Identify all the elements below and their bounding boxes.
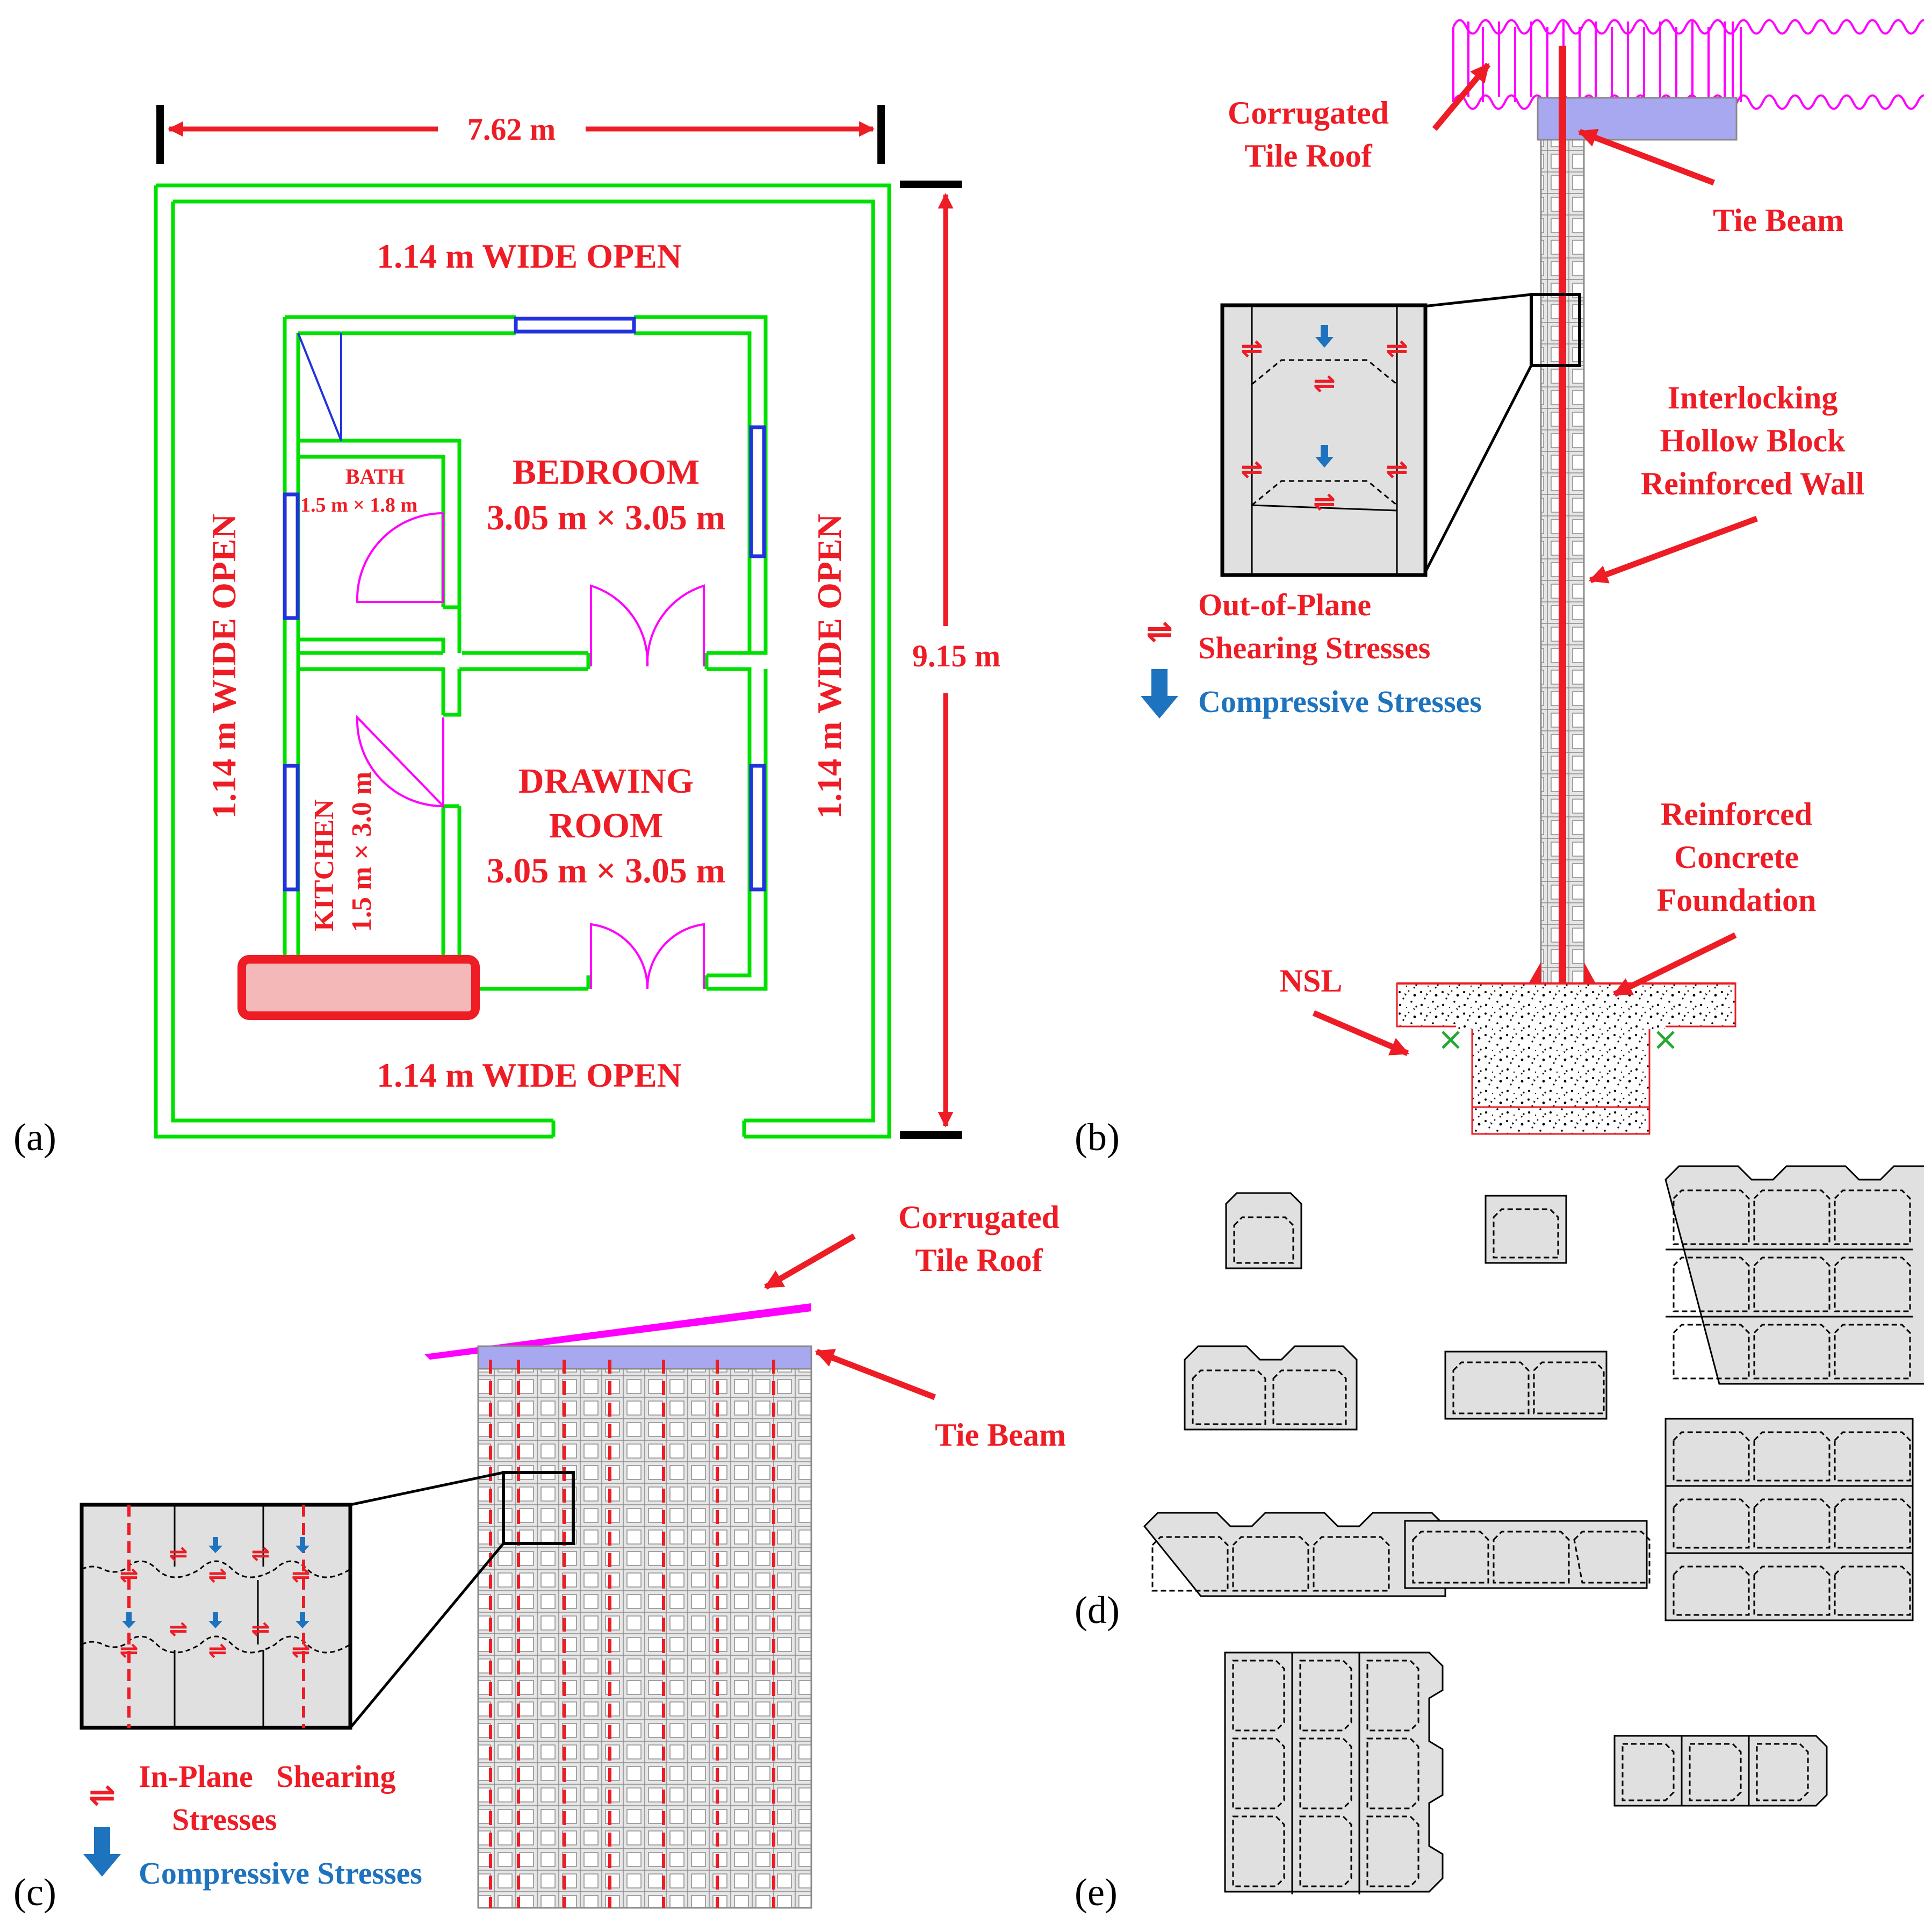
open-left-label: 1.14 m WIDE OPEN bbox=[205, 514, 243, 819]
bath-size-label: 1.5 m × 1.8 m bbox=[300, 494, 417, 516]
drawing-room-size-label: 3.05 m × 3.05 m bbox=[487, 851, 726, 890]
c-zoom-source-box bbox=[502, 1471, 575, 1545]
c-block-wall bbox=[477, 1368, 812, 1909]
svg-text:⇌: ⇌ bbox=[208, 1637, 227, 1663]
panel-a-label: (a) bbox=[13, 1116, 56, 1159]
panel-d-label: (d) bbox=[1075, 1589, 1120, 1632]
open-bottom-label: 1.14 m WIDE OPEN bbox=[377, 1056, 682, 1094]
compressive-label-c: Compressive Stresses bbox=[139, 1856, 422, 1891]
svg-text:⇌: ⇌ bbox=[119, 1637, 138, 1663]
zoom-source-box bbox=[1530, 293, 1581, 367]
drawing-room-label-1: DRAWING bbox=[518, 762, 694, 801]
b-roof-label-1: Corrugated bbox=[1228, 95, 1389, 131]
out-of-plane-shear-icon: ⇌ bbox=[1146, 613, 1173, 650]
bedroom-size-label: 3.05 m × 3.05 m bbox=[487, 498, 726, 537]
svg-text:⇌: ⇌ bbox=[251, 1540, 270, 1567]
panel-b-wall-section: ⇌ ⇌ ⇌ ⇌ ⇌ ⇌ ⇌ Out-of-Plane Shearing Stress… bbox=[1075, 19, 1924, 1159]
block-stack-a bbox=[1664, 1165, 1924, 1385]
panel-e-label: (e) bbox=[1075, 1871, 1118, 1914]
svg-text:⇌: ⇌ bbox=[1313, 486, 1336, 517]
b-roof-label-2: Tile Roof bbox=[1244, 138, 1372, 174]
tie-beam bbox=[1537, 97, 1738, 141]
block-double-b bbox=[1444, 1351, 1608, 1420]
c-roof-label-1: Corrugated bbox=[898, 1200, 1060, 1235]
height-dimension-label: 9.15 m bbox=[912, 638, 1000, 673]
in-plane-label-2: Stresses bbox=[172, 1802, 277, 1837]
b-tie-beam-label: Tie Beam bbox=[1713, 203, 1844, 238]
b-nsl-label: NSL bbox=[1280, 963, 1343, 999]
width-dimension: 7.62 m bbox=[156, 105, 885, 164]
kitchen-label: KITCHEN bbox=[309, 799, 340, 931]
block-single-b bbox=[1485, 1195, 1567, 1264]
concrete-foundation bbox=[1396, 962, 1736, 1135]
bath-label: BATH bbox=[345, 464, 405, 489]
block-stack-b bbox=[1664, 1418, 1914, 1621]
block-plan-small bbox=[1613, 1735, 1828, 1807]
b-wall-label-3: Reinforced Wall bbox=[1641, 466, 1864, 501]
b-wall-label-1: Interlocking bbox=[1668, 380, 1838, 415]
compressive-stress-icon bbox=[1141, 669, 1178, 719]
block-single-a bbox=[1225, 1192, 1302, 1269]
panel-c-wall-elevation: ⇌ ⇌ ⇌ ⇌ ⇌ ⇌ ⇌ ⇌ ⇌ ⇌ ⇌ In-Plane Shearing Stress… bbox=[13, 1200, 1066, 1914]
svg-text:⇌: ⇌ bbox=[1241, 333, 1263, 364]
block-double-a bbox=[1184, 1345, 1358, 1431]
b-foundation-label-1: Reinforced bbox=[1661, 796, 1812, 832]
panel-d-block-types bbox=[1143, 1165, 1924, 1621]
b-foundation-label-3: Foundation bbox=[1657, 882, 1817, 918]
block-plan-large bbox=[1224, 1651, 1444, 1894]
panel-b-label: (b) bbox=[1075, 1116, 1120, 1159]
c-tie-beam bbox=[477, 1345, 812, 1370]
panel-e-block-plans bbox=[1224, 1651, 1828, 1894]
svg-text:⇌: ⇌ bbox=[291, 1637, 310, 1663]
block-triple-b bbox=[1404, 1520, 1651, 1589]
height-dimension: 9.15 m bbox=[900, 181, 1000, 1139]
out-of-plane-label-1: Out-of-Plane bbox=[1198, 587, 1371, 622]
svg-text:⇌: ⇌ bbox=[1241, 454, 1263, 485]
in-plane-label-1: In-Plane Shearing bbox=[139, 1759, 396, 1794]
panel-c-label: (c) bbox=[13, 1871, 56, 1914]
out-of-plane-label-2: Shearing Stresses bbox=[1198, 630, 1430, 665]
highlight-box bbox=[237, 955, 480, 1020]
svg-text:⇌: ⇌ bbox=[1386, 454, 1408, 485]
svg-text:⇌: ⇌ bbox=[208, 1562, 227, 1588]
width-dimension-label: 7.62 m bbox=[467, 112, 556, 147]
in-plane-shear-icon: ⇌ bbox=[89, 1776, 116, 1814]
compressive-label-b: Compressive Stresses bbox=[1198, 684, 1482, 719]
c-rebars bbox=[489, 1360, 775, 1908]
panel-a-floor-plan: 7.62 m 9.15 m 1.14 m WIDE OPEN 1.14 m WI… bbox=[13, 105, 1000, 1159]
zoom-inset-c: ⇌ ⇌ ⇌ ⇌ ⇌ ⇌ ⇌ ⇌ ⇌ ⇌ bbox=[80, 1503, 352, 1730]
svg-text:⇌: ⇌ bbox=[251, 1615, 270, 1642]
b-foundation-label-2: Concrete bbox=[1674, 839, 1799, 875]
c-roof-label-2: Tile Roof bbox=[915, 1242, 1043, 1278]
svg-text:⇌: ⇌ bbox=[169, 1615, 188, 1642]
kitchen-size-label: 1.5 m × 3.0 m bbox=[347, 772, 377, 932]
svg-text:⇌: ⇌ bbox=[169, 1540, 188, 1567]
svg-text:⇌: ⇌ bbox=[1386, 333, 1408, 364]
block-triple-a bbox=[1143, 1512, 1446, 1597]
drawing-room-label-2: ROOM bbox=[549, 806, 664, 845]
svg-text:⇌: ⇌ bbox=[119, 1562, 138, 1588]
c-tie-beam-label: Tie Beam bbox=[935, 1417, 1066, 1453]
svg-text:⇌: ⇌ bbox=[1313, 368, 1336, 399]
c-compressive-stress-icon bbox=[83, 1827, 121, 1877]
zoom-inset-b: ⇌ ⇌ ⇌ ⇌ ⇌ ⇌ bbox=[1220, 303, 1428, 577]
svg-text:⇌: ⇌ bbox=[291, 1562, 310, 1588]
corrugated-roof bbox=[1452, 19, 1924, 110]
bedroom-label: BEDROOM bbox=[513, 453, 700, 492]
b-wall-label-2: Hollow Block bbox=[1660, 423, 1846, 458]
open-right-label: 1.14 m WIDE OPEN bbox=[810, 514, 848, 819]
open-top-label: 1.14 m WIDE OPEN bbox=[377, 237, 682, 275]
